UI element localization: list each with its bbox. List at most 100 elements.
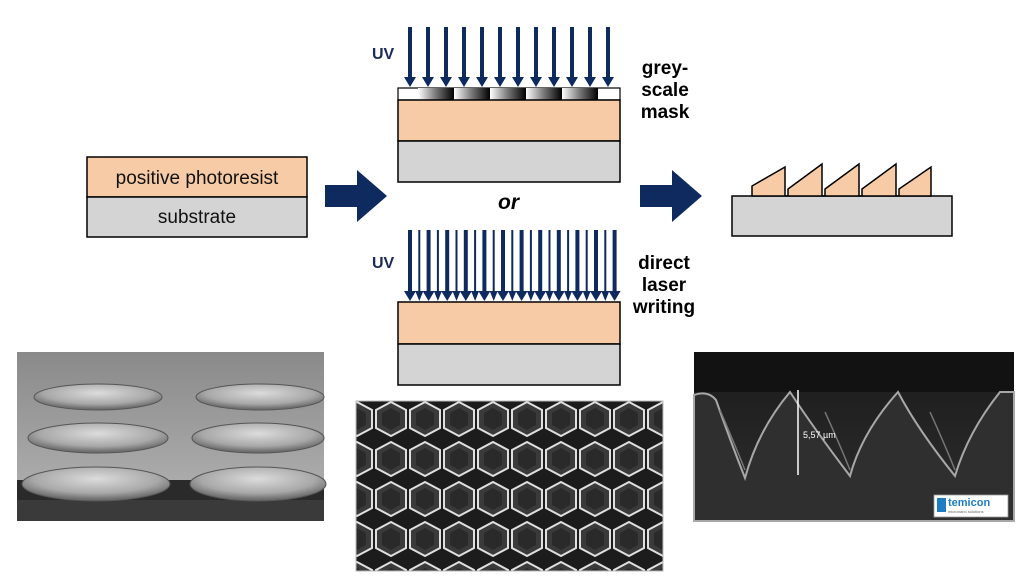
uv-arrow-head: [508, 291, 517, 301]
grey-scale-mask-process: [397, 27, 621, 183]
mask-gradient-segment: [418, 88, 454, 100]
uv-arrow-shaft: [529, 230, 532, 292]
uv-arrow-shaft: [480, 27, 484, 78]
uv-arrow-head: [404, 77, 416, 87]
uv-arrow-shaft: [408, 230, 412, 292]
direct-laser-writing-label-line: writing: [632, 297, 696, 318]
uv-arrow-head: [422, 77, 434, 87]
uv-arrow-shaft: [585, 230, 588, 292]
uv-arrow-shaft: [501, 230, 505, 292]
uv-arrow-shaft: [462, 27, 466, 78]
uv-arrow-shaft: [570, 27, 574, 78]
uv-arrow-shaft: [534, 27, 538, 78]
mask-gradient-segment: [526, 88, 562, 100]
logo-subtext: micronano solutions: [948, 509, 984, 514]
lens-shape: [33, 383, 163, 411]
uv-arrow-head: [459, 291, 472, 301]
uv-arrow-head: [476, 77, 488, 87]
sawtooth-profile: [751, 162, 932, 197]
uv-arrow-head: [512, 77, 524, 87]
top-photoresist-layer: [397, 99, 621, 142]
uv-arrow-shaft: [498, 27, 502, 78]
uv-label-bottom: UV: [372, 255, 395, 272]
uv-arrow-head: [552, 291, 565, 301]
grey-scale-mask-label-line: mask: [640, 102, 690, 123]
uv-arrow-shaft: [445, 230, 450, 292]
uv-arrow-head: [422, 291, 435, 301]
uv-arrow-head: [515, 291, 528, 301]
uv-arrow-head: [564, 291, 573, 301]
sawtooth-crosssection-profile: [693, 390, 1015, 522]
uv-arrow-head: [494, 77, 506, 87]
sem-image-hexagonal-array: [355, 400, 664, 572]
uv-arrow-head: [584, 77, 596, 87]
uv-arrow-head: [458, 77, 470, 87]
uv-arrow-shaft: [556, 230, 561, 292]
uv-arrows-top: [404, 27, 614, 87]
or-label: or: [498, 191, 519, 214]
sem-image-elliptical-lenses: [17, 352, 327, 521]
uv-arrow-head: [545, 291, 554, 301]
uv-arrow-head: [530, 77, 542, 87]
uv-arrow-head: [497, 291, 509, 301]
bottom-photoresist-layer: [397, 301, 621, 345]
uv-arrow-shaft: [418, 230, 421, 292]
substrate-label: substrate: [157, 207, 237, 228]
sem-image-sawtooth-crosssection: [693, 352, 1015, 522]
lens-shape: [195, 383, 325, 411]
uv-arrow-head: [601, 291, 610, 301]
uv-arrow-head: [566, 77, 578, 87]
uv-arrow-shaft: [575, 230, 580, 292]
uv-arrow-shaft: [482, 230, 487, 292]
uv-arrow-shaft: [604, 230, 607, 292]
uv-arrow-head: [441, 291, 454, 301]
uv-arrow-shaft: [492, 230, 495, 292]
left-layer-stack: [86, 156, 308, 238]
uv-arrow-head: [534, 291, 547, 301]
uv-arrow-head: [602, 77, 614, 87]
uv-arrow-shaft: [548, 230, 551, 292]
uv-arrow-shaft: [444, 27, 448, 78]
top-substrate-layer: [397, 140, 621, 183]
uv-label-top: UV: [372, 46, 395, 63]
uv-arrow-head: [582, 291, 591, 301]
uv-arrow-head: [590, 291, 602, 301]
uv-arrow-shaft: [519, 230, 524, 292]
uv-arrow-shaft: [594, 230, 598, 292]
grey-scale-mask-label-line: scale: [641, 80, 689, 101]
photoresist-label: positive photoresist: [115, 168, 279, 189]
uv-arrow-shaft: [516, 27, 520, 78]
uv-arrow-shaft: [474, 230, 477, 292]
mask-gradient-segment: [562, 88, 598, 100]
uv-arrow-head: [452, 291, 461, 301]
process-arrow-right: [640, 170, 702, 222]
uv-arrow-shaft: [567, 230, 570, 292]
uv-arrow-shaft: [552, 27, 556, 78]
uv-arrow-head: [471, 291, 480, 301]
lens-shape: [27, 422, 169, 454]
left-photoresist-layer: [86, 156, 308, 198]
uv-arrow-shaft: [463, 230, 468, 292]
lens-shape: [191, 422, 325, 454]
uv-arrow-shaft: [538, 230, 543, 292]
direct-laser-writing-label-line: direct: [638, 253, 690, 274]
temicon-logo: [933, 494, 1009, 518]
uv-arrow-shaft: [426, 27, 430, 78]
bottom-substrate-layer: [397, 343, 621, 386]
uv-arrow-head: [415, 291, 424, 301]
measurement-label: 5,57 µm: [803, 430, 836, 440]
uv-arrow-shaft: [408, 27, 412, 78]
direct-laser-writing-label-line: laser: [641, 275, 687, 296]
uv-arrow-shaft: [606, 27, 610, 78]
left-substrate-layer: [86, 196, 308, 238]
uv-arrow-shaft: [588, 27, 592, 78]
mask-gradient-segment: [490, 88, 526, 100]
uv-arrow-head: [608, 291, 621, 301]
uv-arrow-shaft: [436, 230, 439, 292]
lens-shape: [189, 466, 327, 502]
uv-arrow-shaft: [511, 230, 514, 292]
uv-arrow-head: [478, 291, 491, 301]
uv-arrow-head: [440, 77, 452, 87]
logo-text: temicon: [948, 497, 991, 509]
